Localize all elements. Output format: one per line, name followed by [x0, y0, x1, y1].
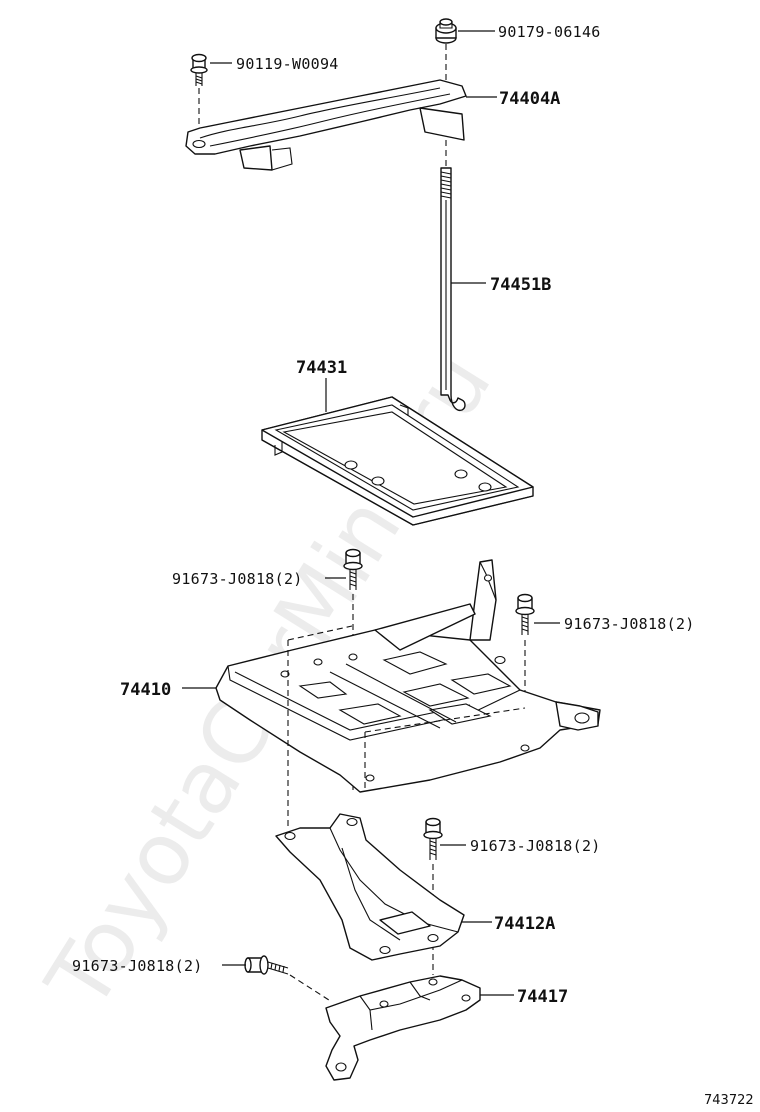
label-74451B[interactable]: 74451B: [490, 275, 551, 295]
bolt-90119[interactable]: [190, 53, 208, 87]
bolt-d-axis: [289, 974, 333, 1003]
diagram-ref-number: 743722: [704, 1093, 754, 1108]
rod-74451B[interactable]: [440, 167, 466, 412]
label-91673-J0818-d[interactable]: 91673-J0818(2): [72, 957, 203, 975]
nut-90179[interactable]: [435, 18, 457, 44]
bolt-91673-a[interactable]: [343, 548, 363, 591]
bracket-74412A[interactable]: [275, 813, 465, 961]
label-90119-W0094[interactable]: 90119-W0094: [236, 55, 339, 73]
bolt-91673-d[interactable]: [244, 955, 289, 975]
stay-74417[interactable]: [325, 975, 481, 1081]
label-91673-J0818-a[interactable]: 91673-J0818(2): [172, 570, 303, 588]
tray-74431[interactable]: [261, 396, 534, 526]
label-90179-06146[interactable]: 90179-06146: [498, 23, 601, 41]
label-74417[interactable]: 74417: [517, 987, 568, 1007]
bolt-91673-c[interactable]: [423, 817, 443, 861]
label-91673-J0818-c[interactable]: 91673-J0818(2): [470, 837, 601, 855]
clamp-74404A[interactable]: [185, 79, 467, 171]
label-74404A[interactable]: 74404A: [499, 89, 560, 109]
carrier-74410[interactable]: [215, 559, 601, 793]
label-74412A[interactable]: 74412A: [494, 914, 555, 934]
label-91673-J0818-b[interactable]: 91673-J0818(2): [564, 615, 695, 633]
label-74431[interactable]: 74431: [296, 358, 347, 378]
bolt-91673-b[interactable]: [515, 593, 535, 636]
tray-carrier-guide: [287, 625, 526, 828]
label-74410[interactable]: 74410: [120, 680, 171, 700]
